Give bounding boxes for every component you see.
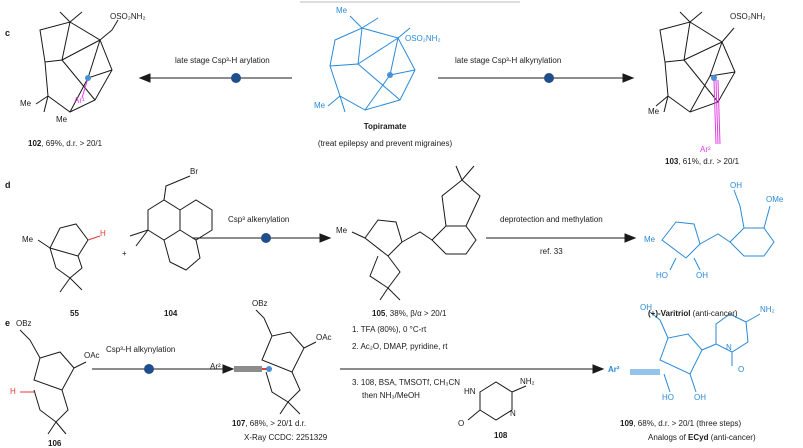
catalyst-dot-d bbox=[261, 233, 271, 243]
o-109: O bbox=[738, 365, 745, 374]
compound-55-structure bbox=[37, 223, 89, 293]
br-104: Br bbox=[190, 167, 198, 176]
topiramate-name: Topiramate bbox=[363, 122, 407, 131]
oac-107: OAc bbox=[316, 333, 332, 342]
catalyst-dot-c-left bbox=[231, 73, 241, 83]
ome-varitriol: OMe bbox=[766, 195, 784, 204]
ar2-107: Ar² bbox=[210, 362, 221, 371]
step1: 1. TFA (80%), 0 °C-rt bbox=[352, 325, 427, 334]
arrow-label-arylation: late stage Csp³-H arylation bbox=[175, 56, 270, 65]
sulfamate-topiramate: OSO₂NH₂ bbox=[405, 34, 441, 43]
compound-55-label: 55 bbox=[70, 309, 79, 318]
topiramate-desc: (treat epilepsy and prevent migraines) bbox=[317, 139, 453, 148]
me-105: Me bbox=[336, 226, 348, 235]
varitriol-caption: (+)-Varitriol (anti-cancer) bbox=[648, 309, 738, 318]
oh-varitriol: OH bbox=[696, 271, 708, 280]
oh-varitriol-top: OH bbox=[730, 181, 742, 190]
nh2-108: NH₂ bbox=[520, 377, 535, 386]
compound-106-structure bbox=[19, 329, 87, 435]
obz-107: OBz bbox=[252, 299, 268, 308]
catalyst-dot-c-right bbox=[544, 73, 554, 83]
compound-108-label: 108 bbox=[494, 431, 508, 440]
caption-103: 103, 61%, d.r. > 20/1 bbox=[665, 157, 740, 166]
sulfamate-102: OSO₂NH₂ bbox=[110, 12, 146, 21]
caption-102: 102, 69%, d.r. > 20/1 bbox=[28, 139, 103, 148]
arrow-label-ref: ref. 33 bbox=[540, 247, 563, 256]
compound-106-label: 106 bbox=[48, 439, 62, 448]
oh-109: OH bbox=[640, 303, 652, 312]
hn-108: HN bbox=[464, 387, 476, 396]
h-55: H bbox=[100, 229, 106, 238]
caption-105: 105, 38%, β/α > 20/1 bbox=[372, 309, 447, 318]
arrow-label-alkenylation: Csp³ alkenylation bbox=[228, 215, 290, 224]
compound-103-structure bbox=[655, 11, 736, 113]
compound-104-structure bbox=[129, 175, 213, 271]
alkyne-103 bbox=[713, 79, 721, 145]
ar2-109: Ar² bbox=[608, 365, 620, 374]
compound-107-structure bbox=[234, 309, 317, 415]
step3: 3. 108, BSA, TMSOTf, CH₃CN bbox=[352, 378, 461, 387]
panel-label-d: d bbox=[5, 180, 11, 190]
xray-label: X-Ray CCDC: 2251329 bbox=[244, 433, 328, 442]
n-108: N bbox=[510, 409, 516, 418]
arrow-label-e1: Csp³-H alkynylation bbox=[106, 345, 176, 354]
me-topiramate: Me bbox=[336, 6, 348, 15]
oac-106: OAc bbox=[84, 351, 100, 360]
n-109: N bbox=[726, 343, 732, 352]
me-55: Me bbox=[22, 235, 34, 244]
me-varitriol: Me bbox=[644, 235, 656, 244]
me-102: Me bbox=[56, 115, 68, 124]
step2: 2. Ac₂O, DMAP, pyridine, rt bbox=[352, 342, 448, 351]
obz-106: OBz bbox=[16, 319, 32, 328]
me-topiramate-b: Me bbox=[314, 101, 326, 110]
catalyst-dot-e bbox=[144, 364, 154, 374]
caption-107: 107, 68%, > 20/1 d.r. bbox=[232, 419, 307, 428]
ho-varitriol: HO bbox=[656, 271, 668, 280]
me-102-b: Me bbox=[20, 99, 32, 108]
caption-109: 109, 68%, d.r. > 20/1 (three steps) bbox=[620, 419, 742, 428]
panel-label-c: c bbox=[5, 28, 11, 38]
topiramate-structure bbox=[327, 15, 416, 113]
ar2-label-103: Ar² bbox=[700, 145, 711, 154]
o-108: O bbox=[458, 419, 465, 428]
plus-sign: + bbox=[122, 249, 127, 258]
ecyd-caption: Analogs of ECyd (anti-cancer) bbox=[648, 433, 756, 442]
compound-108-structure bbox=[467, 381, 527, 421]
varitriol-structure bbox=[661, 189, 775, 271]
compound-109-structure bbox=[630, 311, 761, 393]
sulfamate-103: OSO₂NH₂ bbox=[730, 12, 766, 21]
h-106: H bbox=[10, 387, 16, 396]
ho-109: HO bbox=[662, 393, 674, 402]
panel-label-e: e bbox=[5, 318, 11, 328]
aryl-bond-102 bbox=[81, 77, 89, 99]
compound-105-structure bbox=[351, 165, 481, 301]
compound-104-label: 104 bbox=[164, 309, 178, 318]
oh-109-b: OH bbox=[694, 393, 706, 402]
nh2-109: NH₂ bbox=[760, 305, 775, 314]
ar1-label: Ar¹ bbox=[74, 96, 85, 105]
step3b: then NH₃/MeOH bbox=[362, 391, 420, 400]
arrow-label-alkynylation: late stage Csp³-H alkynylation bbox=[455, 56, 562, 65]
arrow-label-deprotection: deprotection and methylation bbox=[500, 215, 603, 224]
me-103: Me bbox=[648, 107, 660, 116]
